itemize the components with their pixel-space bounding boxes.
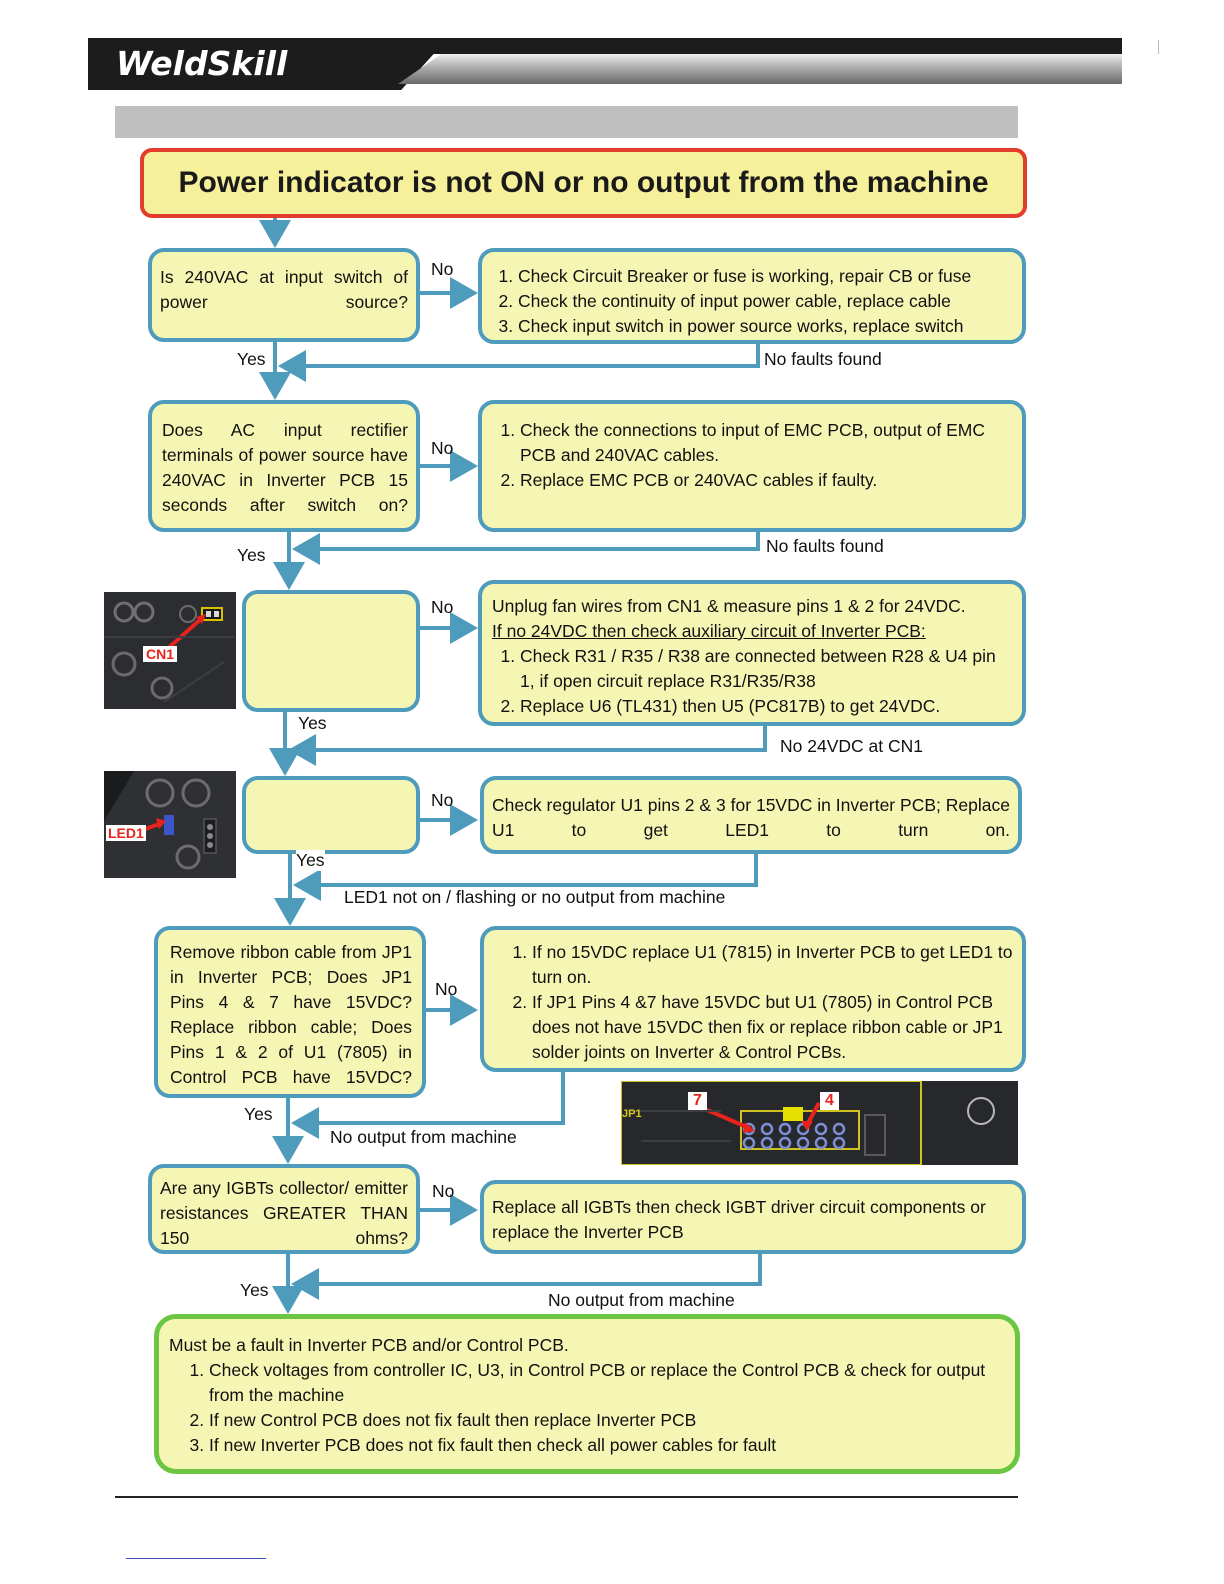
action-item: If no 15VDC replace U1 (7815) in Inverte… bbox=[532, 940, 1014, 990]
return-3 bbox=[288, 726, 767, 766]
action-list-1: Check Circuit Breaker or fuse is working… bbox=[490, 264, 1014, 339]
action-item: Check Circuit Breaker or fuse is working… bbox=[518, 264, 1014, 289]
jp1-pcb-drawing bbox=[621, 1081, 1018, 1165]
action-text-4: Check regulator U1 pins 2 & 3 for 15VDC … bbox=[492, 795, 1010, 840]
final-conclusion-box: Must be a fault in Inverter PCB and/or C… bbox=[154, 1314, 1020, 1474]
title-box: Power indicator is not ON or no output f… bbox=[140, 148, 1027, 218]
return-1 bbox=[278, 343, 760, 382]
section-band bbox=[115, 106, 1018, 138]
jp1-pcb-photo: 7 4 JP1 bbox=[621, 1081, 1018, 1165]
question-text-6: Are any IGBTs collector/ emitter resista… bbox=[160, 1178, 408, 1248]
final-item: If new Inverter PCB does not fix fault t… bbox=[209, 1433, 1005, 1458]
header-dark-band bbox=[88, 38, 448, 90]
action-box-1: Check Circuit Breaker or fuse is working… bbox=[478, 248, 1026, 344]
jp1-pin4-tag: 4 bbox=[820, 1092, 839, 1110]
action-box-5: If no 15VDC replace U1 (7815) in Inverte… bbox=[480, 926, 1026, 1072]
yes-label-3: Yes bbox=[298, 713, 327, 733]
action-item: Replace U6 (TL431) then U5 (PC817B) to g… bbox=[520, 694, 1014, 719]
footer-link-underline bbox=[126, 1558, 266, 1559]
final-item: If new Control PCB does not fix fault th… bbox=[209, 1408, 1005, 1433]
yes-label-6: Yes bbox=[240, 1280, 269, 1300]
return-label-6: No output from machine bbox=[548, 1290, 735, 1310]
led1-tag: LED1 bbox=[106, 825, 146, 841]
return-5 bbox=[291, 1070, 565, 1139]
action-subintro-3: If no 24VDC then check auxiliary circuit… bbox=[492, 621, 926, 641]
question-text-5: Remove ribbon cable from JP1 in Inverter… bbox=[170, 942, 412, 1087]
return-label-2: No faults found bbox=[766, 536, 884, 556]
no-label-5: No bbox=[435, 979, 458, 999]
return-2 bbox=[292, 530, 760, 565]
question-box-6: Are any IGBTs collector/ emitter resista… bbox=[148, 1164, 420, 1254]
action-list-3: Check R31 / R35 / R38 are connected betw… bbox=[492, 644, 1014, 719]
footer-rule bbox=[115, 1496, 1018, 1498]
question-box-2: Does AC input rectifier terminals of pow… bbox=[148, 400, 420, 532]
question-text-2: Does AC input rectifier terminals of pow… bbox=[162, 420, 408, 515]
no-label-2: No bbox=[431, 438, 454, 458]
no-label-1: No bbox=[431, 259, 454, 279]
yes-label-5: Yes bbox=[244, 1104, 273, 1124]
yes-label-1: Yes bbox=[237, 349, 266, 369]
question-box-3 bbox=[242, 590, 420, 712]
return-label-5: No output from machine bbox=[330, 1127, 517, 1147]
led1-pcb-drawing bbox=[104, 771, 236, 878]
no-label-4: No bbox=[431, 790, 454, 810]
action-item: Replace EMC PCB or 240VAC cables if faul… bbox=[520, 468, 1014, 493]
action-box-4: Check regulator U1 pins 2 & 3 for 15VDC … bbox=[480, 776, 1022, 854]
header-gradient-stripe bbox=[398, 54, 1122, 84]
no-label-3: No bbox=[431, 597, 454, 617]
jp1-pin7-tag: 7 bbox=[688, 1092, 707, 1110]
yes-label-2: Yes bbox=[237, 545, 266, 565]
yes-label-4: Yes bbox=[296, 850, 325, 871]
question-box-1: Is 240VAC at input switch of power sourc… bbox=[148, 248, 420, 342]
action-item: Check input switch in power source works… bbox=[518, 314, 1014, 339]
return-label-3: No 24VDC at CN1 bbox=[780, 736, 923, 756]
jp1-tag: JP1 bbox=[622, 1108, 642, 1120]
action-item: Check the continuity of input power cabl… bbox=[518, 289, 1014, 314]
return-6 bbox=[291, 1253, 762, 1300]
final-list: Check voltages from controller IC, U3, i… bbox=[169, 1358, 1005, 1458]
header-tick bbox=[1158, 40, 1159, 54]
question-text-1: Is 240VAC at input switch of power sourc… bbox=[160, 267, 408, 312]
cn1-pcb-photo: CN1 bbox=[104, 592, 236, 709]
action-box-3: Unplug fan wires from CN1 & measure pins… bbox=[478, 580, 1026, 726]
final-item: Check voltages from controller IC, U3, i… bbox=[209, 1358, 1005, 1408]
action-list-5: If no 15VDC replace U1 (7815) in Inverte… bbox=[494, 940, 1014, 1065]
action-intro-3: Unplug fan wires from CN1 & measure pins… bbox=[492, 596, 966, 616]
return-label-1: No faults found bbox=[764, 349, 882, 369]
action-text-6: Replace all IGBTs then check IGBT driver… bbox=[492, 1197, 986, 1242]
action-item: Check the connections to input of EMC PC… bbox=[520, 418, 1014, 468]
action-box-6: Replace all IGBTs then check IGBT driver… bbox=[480, 1180, 1026, 1254]
page-title: Power indicator is not ON or no output f… bbox=[178, 166, 989, 199]
action-box-2: Check the connections to input of EMC PC… bbox=[478, 400, 1026, 532]
question-box-5: Remove ribbon cable from JP1 in Inverter… bbox=[154, 926, 426, 1098]
action-list-2: Check the connections to input of EMC PC… bbox=[492, 418, 1014, 493]
question-box-4 bbox=[242, 776, 420, 854]
action-item: If JP1 Pins 4 &7 have 15VDC but U1 (7805… bbox=[532, 990, 1014, 1065]
cn1-tag: CN1 bbox=[143, 646, 178, 662]
return-label-4: LED1 not on / flashing or no output from… bbox=[344, 887, 726, 907]
no-label-6: No bbox=[432, 1181, 455, 1201]
header-top-bar bbox=[398, 38, 1122, 54]
action-item: Check R31 / R35 / R38 are connected betw… bbox=[520, 644, 1014, 694]
return-4 bbox=[293, 852, 758, 901]
final-intro: Must be a fault in Inverter PCB and/or C… bbox=[169, 1335, 569, 1355]
brand-logo: WeldSkill bbox=[116, 44, 288, 83]
led1-pcb-photo: LED1 bbox=[104, 771, 236, 878]
